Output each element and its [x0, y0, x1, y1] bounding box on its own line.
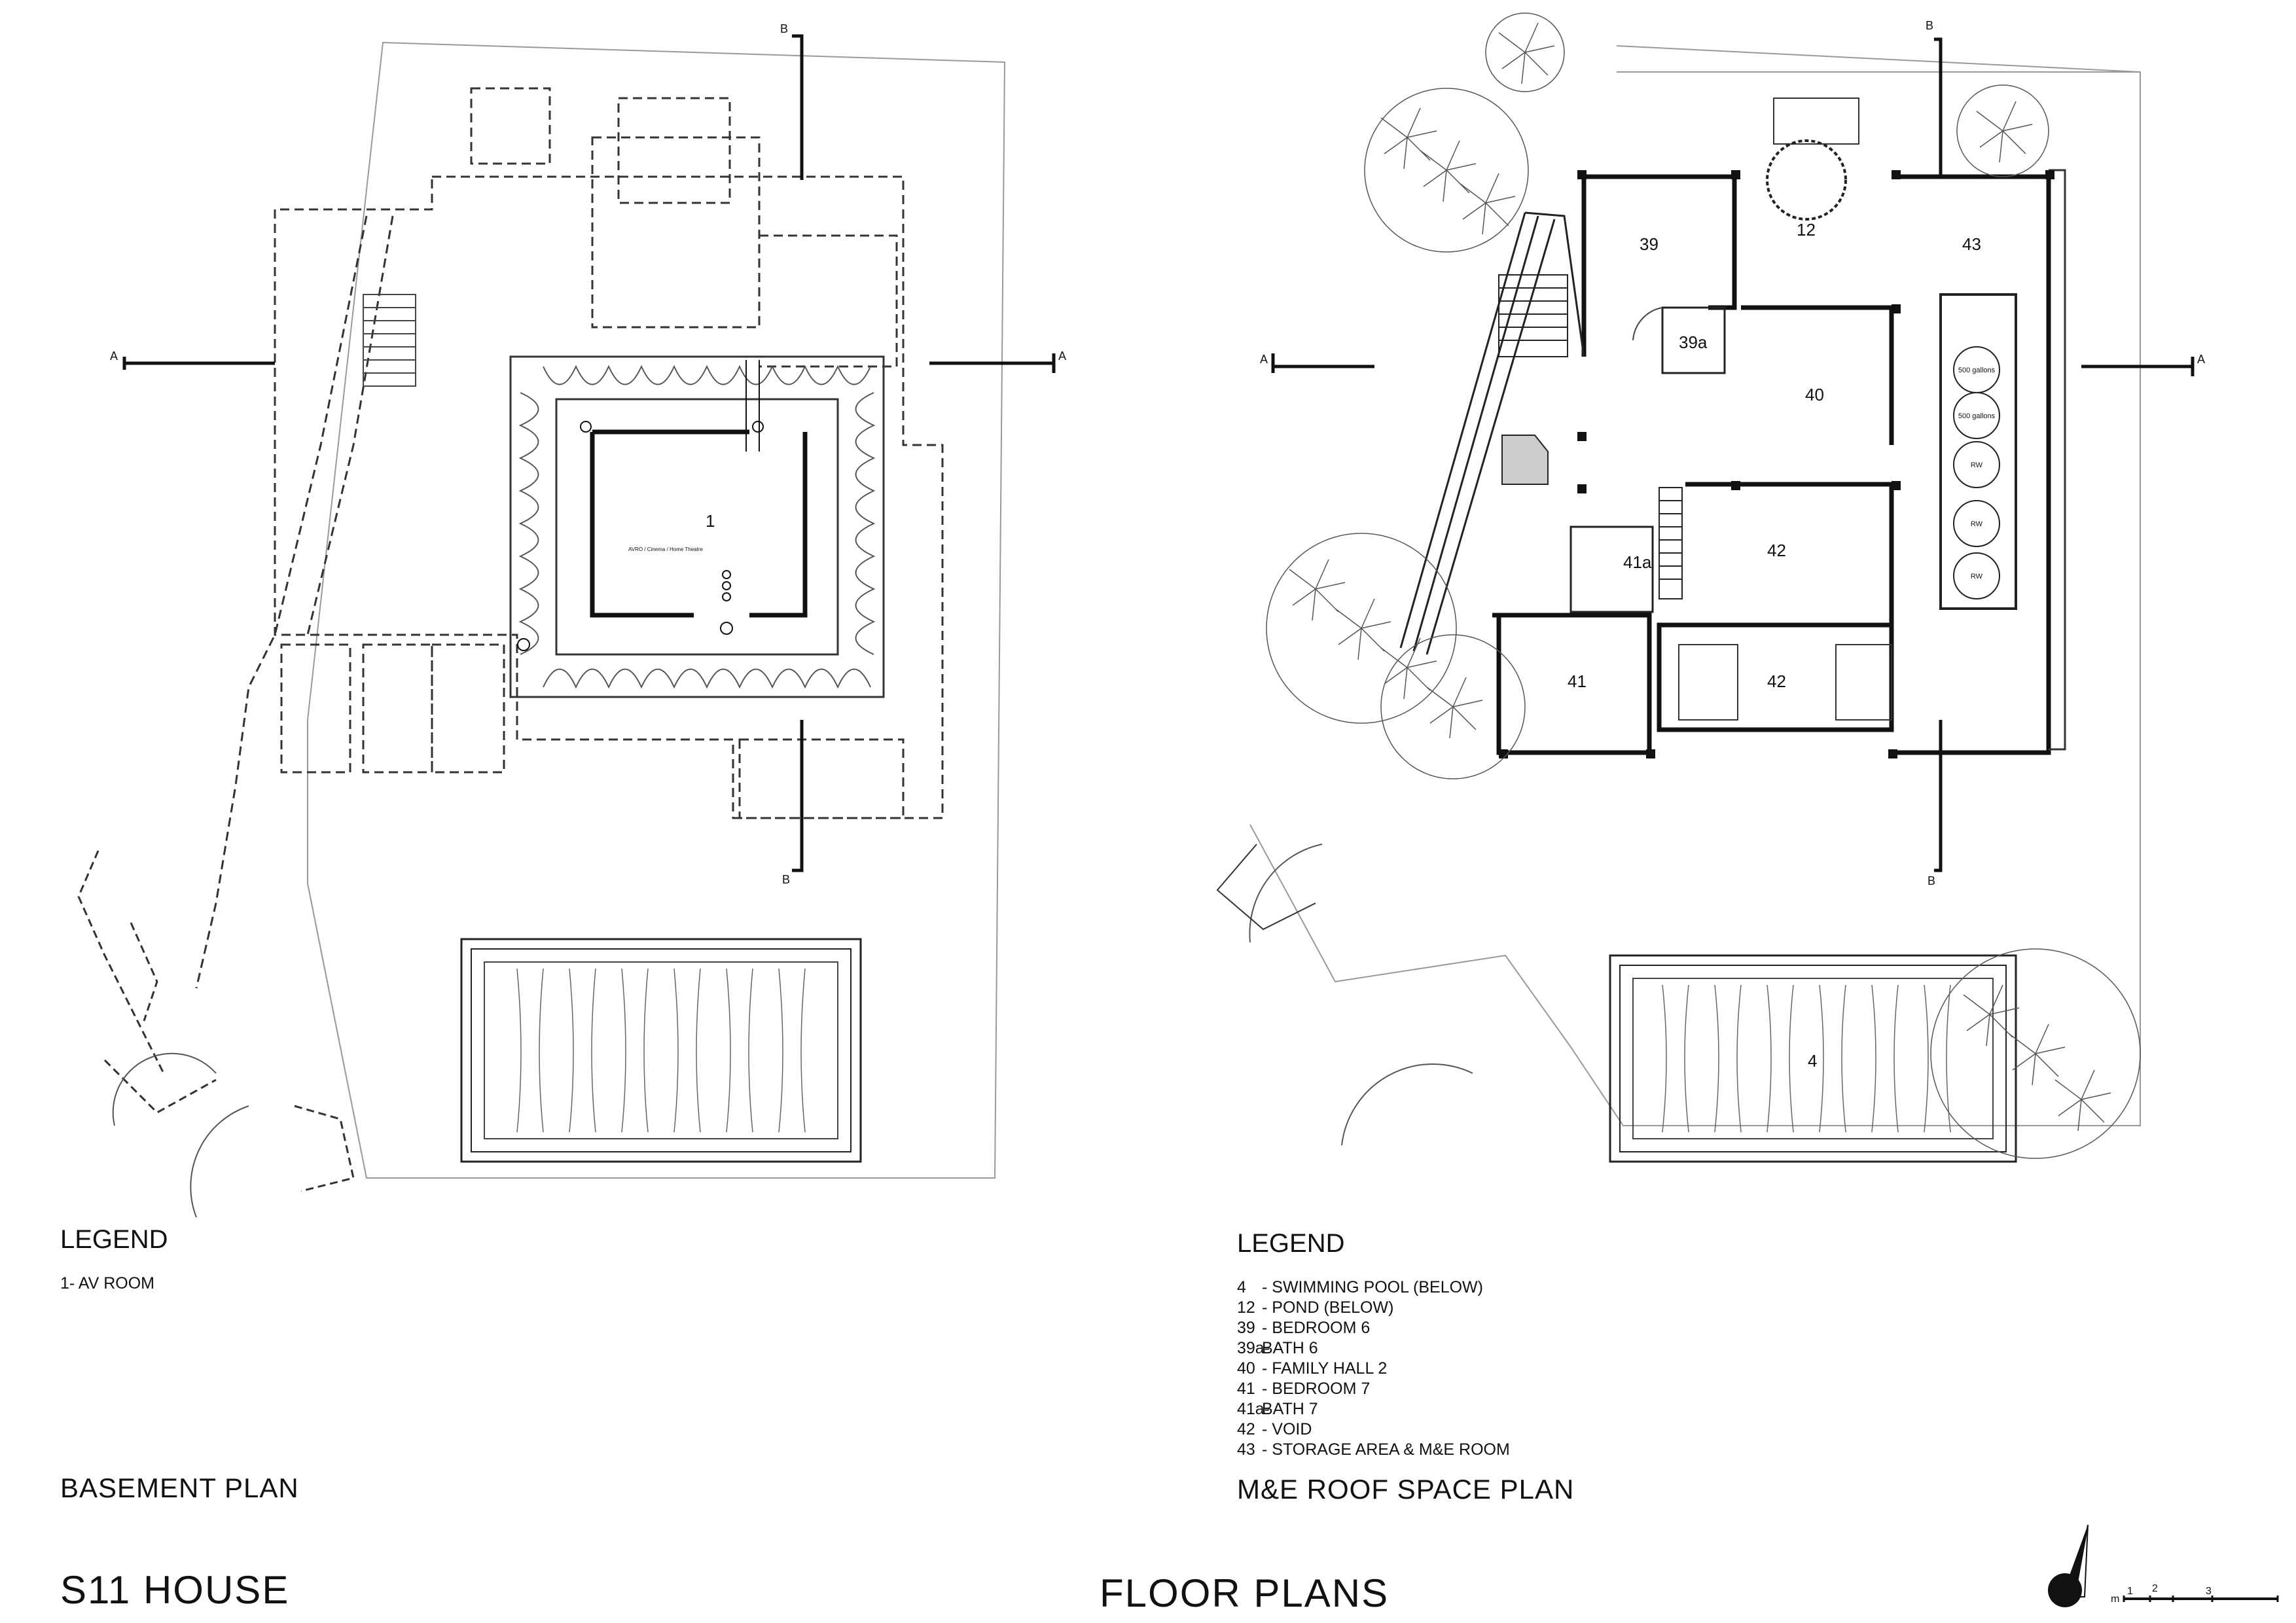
room-42-upper-label: 42	[1767, 541, 1786, 560]
room-42-lower-label: 42	[1767, 671, 1786, 691]
tank-label-1: 500 gallons	[1958, 366, 1996, 374]
legend-num: 4	[1237, 1278, 1246, 1296]
basement-section-b-bottom: B	[782, 873, 790, 886]
scale-tick-1: 1	[2127, 1586, 2133, 1597]
basement-room-1-note: AVRO / Cinema / Home Theatre	[628, 546, 704, 552]
basement-room-1-label: 1	[706, 511, 715, 531]
legend-row: 42 - VOID	[1237, 1419, 1510, 1440]
legend-row: 41a- BATH 7	[1237, 1399, 1510, 1419]
tank-label-4: RW	[1971, 520, 1983, 528]
basement-plan-title: BASEMENT PLAN	[60, 1472, 299, 1503]
legend-text: BATH 6	[1262, 1339, 1318, 1357]
roof-section-a-right: A	[2197, 353, 2205, 366]
legend-text: - SWIMMING POOL (BELOW)	[1262, 1278, 1483, 1296]
scale-bar	[2123, 1596, 2279, 1602]
room-41a-label: 41a	[1623, 552, 1652, 572]
roof-plan-trees	[1266, 12, 2141, 1159]
tank-labels: 500 gallons 500 gallons RW RW RW	[1958, 366, 1996, 580]
room-41-label: 41	[1568, 671, 1587, 691]
legend-num: 42	[1237, 1420, 1255, 1438]
legend-num: 39a-	[1237, 1339, 1270, 1357]
roof-legend-title: LEGEND	[1237, 1229, 1345, 1258]
tank-label-5: RW	[1971, 573, 1983, 580]
legend-num: 40	[1237, 1359, 1255, 1378]
basement-legend-title: LEGEND	[60, 1225, 168, 1254]
scale-tick-2: 2	[2152, 1583, 2158, 1594]
legend-text: - BEDROOM 7	[1262, 1380, 1371, 1398]
basement-section-a-left: A	[110, 349, 118, 363]
legend-text: BATH 7	[1262, 1400, 1318, 1418]
room-40-label: 40	[1805, 385, 1824, 404]
room-43-label: 43	[1962, 234, 1981, 254]
room-4-label: 4	[1808, 1051, 1817, 1071]
legend-text: - POND (BELOW)	[1262, 1298, 1394, 1317]
roof-plan-title: M&E ROOF SPACE PLAN	[1237, 1474, 1575, 1505]
legend-row: 40 - FAMILY HALL 2	[1237, 1359, 1510, 1379]
room-39-label: 39	[1640, 234, 1659, 254]
legend-num: 41a-	[1237, 1400, 1270, 1418]
legend-text: - STORAGE AREA & M&E ROOM	[1262, 1440, 1510, 1459]
roof-legend-list: 4 - SWIMMING POOL (BELOW) 12 - POND (BEL…	[1237, 1277, 1510, 1460]
tank-label-2: 500 gallons	[1958, 412, 1996, 420]
room-39a-label: 39a	[1679, 332, 1708, 352]
legend-row: 39a- BATH 6	[1237, 1338, 1510, 1359]
tank-label-3: RW	[1971, 461, 1983, 469]
legend-num: 43	[1237, 1440, 1255, 1459]
legend-text: - VOID	[1262, 1420, 1312, 1438]
scale-unit: m	[2111, 1594, 2119, 1605]
legend-text: - BEDROOM 6	[1262, 1319, 1371, 1337]
roof-section-b-top: B	[1926, 19, 1933, 32]
legend-num: 41	[1237, 1380, 1255, 1398]
legend-row: 12 - POND (BELOW)	[1237, 1298, 1510, 1318]
legend-num: 39	[1237, 1319, 1255, 1337]
project-title: S11 HOUSE	[60, 1568, 290, 1612]
legend-num: 12	[1237, 1298, 1255, 1317]
roof-section-b-bottom: B	[1928, 874, 1935, 887]
room-12-label: 12	[1797, 220, 1816, 240]
legend-row: 43 - STORAGE AREA & M&E ROOM	[1237, 1440, 1510, 1460]
legend-row: 39 - BEDROOM 6	[1237, 1318, 1510, 1338]
roof-section-markers	[1271, 37, 2195, 872]
basement-section-a-right: A	[1058, 349, 1066, 363]
roof-section-a-left: A	[1260, 353, 1268, 366]
scale-tick-3: 3	[2206, 1586, 2212, 1597]
roof-room-labels: 39 39a 12 43 40 41a 42 42 41 4	[1568, 220, 1981, 1071]
legend-row: 4 - SWIMMING POOL (BELOW)	[1237, 1277, 1510, 1298]
basement-section-markers	[122, 34, 1056, 872]
sheet-title: FLOOR PLANS	[1100, 1571, 1390, 1615]
roof-plan	[1216, 45, 2141, 1163]
legend-row: 41 - BEDROOM 7	[1237, 1379, 1510, 1399]
north-arrow: N	[2048, 1524, 2089, 1607]
basement-plan	[77, 41, 1006, 1218]
north-letter: N	[2058, 1579, 2073, 1603]
legend-text: - FAMILY HALL 2	[1262, 1359, 1388, 1378]
basement-legend-item: 1- AV ROOM	[60, 1274, 155, 1293]
basement-section-b-top: B	[780, 22, 788, 35]
